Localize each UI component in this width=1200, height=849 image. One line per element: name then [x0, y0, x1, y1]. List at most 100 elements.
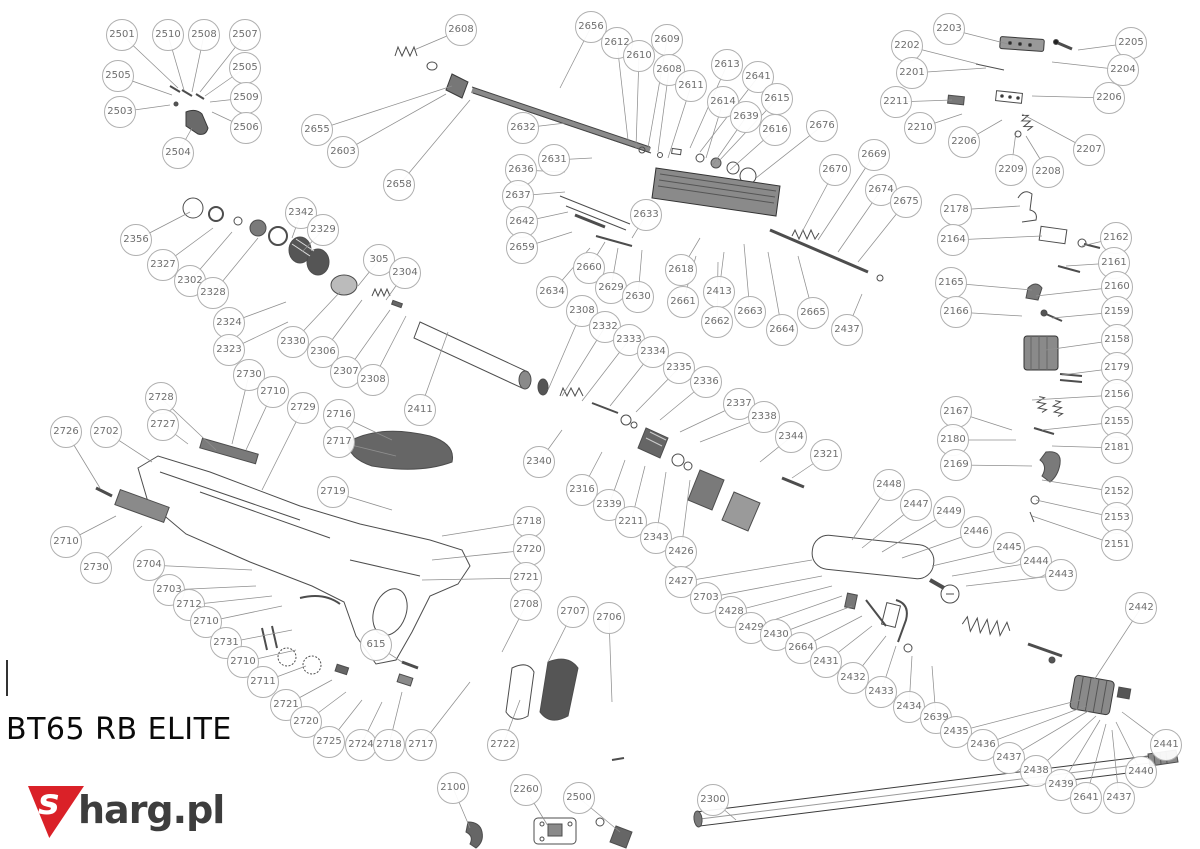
part-callout-2413: 2413 — [703, 276, 735, 308]
brand-letter-s: s — [38, 782, 60, 823]
part-callout-2324: 2324 — [213, 307, 245, 339]
part-callout-2445: 2445 — [993, 532, 1025, 564]
part-callout-2702: 2702 — [90, 416, 122, 448]
part-callout-2706: 2706 — [593, 602, 625, 634]
part-callout-2665: 2665 — [797, 297, 829, 329]
left-tick-mark — [6, 660, 8, 696]
part-callout-2178: 2178 — [940, 194, 972, 226]
part-callout-2655: 2655 — [301, 114, 333, 146]
part-callout-2615: 2615 — [761, 83, 793, 115]
part-callout-2718: 2718 — [513, 506, 545, 538]
receiver-assembly — [559, 146, 884, 282]
part-callout-2510: 2510 — [152, 19, 184, 51]
part-callout-2169: 2169 — [940, 449, 972, 481]
part-callout-2432: 2432 — [837, 662, 869, 694]
part-callout-2447: 2447 — [900, 489, 932, 521]
part-callout-2609: 2609 — [651, 24, 683, 56]
part-callout-2730: 2730 — [233, 359, 265, 391]
part-callout-2669: 2669 — [858, 139, 890, 171]
part-callout-2720: 2720 — [513, 534, 545, 566]
part-callout-2344: 2344 — [775, 421, 807, 453]
part-callout-2616: 2616 — [759, 114, 791, 146]
part-callout-2634: 2634 — [536, 276, 568, 308]
part-callout-2662: 2662 — [701, 306, 733, 338]
part-callout-2503: 2503 — [104, 96, 136, 128]
part-callout-2431: 2431 — [810, 646, 842, 678]
part-callout-2501: 2501 — [106, 19, 138, 51]
part-callout-2151: 2151 — [1101, 529, 1133, 561]
part-callout-2167: 2167 — [940, 396, 972, 428]
part-callout-2660: 2660 — [573, 252, 605, 284]
part-callout-2156: 2156 — [1101, 379, 1133, 411]
part-callout-2721: 2721 — [510, 562, 542, 594]
part-callout-2209: 2209 — [995, 154, 1027, 186]
part-callout-2712: 2712 — [173, 589, 205, 621]
part-callout-2717: 2717 — [405, 729, 437, 761]
part-callout-2338: 2338 — [748, 401, 780, 433]
part-callout-2618: 2618 — [665, 254, 697, 286]
part-callout-2336: 2336 — [690, 366, 722, 398]
part-callout-2443: 2443 — [1045, 559, 1077, 591]
part-callout-2433: 2433 — [865, 676, 897, 708]
part-callout-2728: 2728 — [145, 382, 177, 414]
part-callout-2630: 2630 — [622, 281, 654, 313]
part-callout-2707: 2707 — [557, 596, 589, 628]
part-callout-2658: 2658 — [383, 169, 415, 201]
part-callout-2437: 2437 — [1103, 782, 1135, 814]
part-callout-2675: 2675 — [890, 186, 922, 218]
part-callout-2437: 2437 — [993, 742, 1025, 774]
part-callout-2631: 2631 — [538, 144, 570, 176]
part-callout-2610: 2610 — [623, 40, 655, 72]
part-callout-2710: 2710 — [227, 646, 259, 678]
part-callout-2208: 2208 — [1032, 156, 1064, 188]
part-callout-2260: 2260 — [510, 774, 542, 806]
part-callout-2710: 2710 — [50, 526, 82, 558]
part-callout-2207: 2207 — [1073, 134, 1105, 166]
part-callout-2710: 2710 — [257, 376, 289, 408]
part-callout-2340: 2340 — [523, 446, 555, 478]
butt-pads — [505, 658, 579, 721]
part-callout-2300: 2300 — [697, 784, 729, 816]
air-cylinder — [413, 321, 549, 396]
part-callout-2449: 2449 — [933, 496, 965, 528]
part-callout-2726: 2726 — [50, 416, 82, 448]
part-callout-2613: 2613 — [711, 49, 743, 81]
part-callout-2661: 2661 — [667, 286, 699, 318]
part-callout-2633: 2633 — [630, 199, 662, 231]
part-callout-2435: 2435 — [940, 716, 972, 748]
part-callout-2448: 2448 — [873, 469, 905, 501]
part-callout-2500: 2500 — [563, 782, 595, 814]
part-callout-2206: 2206 — [948, 126, 980, 158]
barrel-assembly — [394, 45, 652, 154]
part-callout-2729: 2729 — [287, 392, 319, 424]
part-callout-2166: 2166 — [940, 296, 972, 328]
part-callout-2442: 2442 — [1125, 592, 1157, 624]
part-callout-2504: 2504 — [162, 137, 194, 169]
part-callout-2676: 2676 — [806, 110, 838, 142]
brand-wordmark: harg.pl — [78, 788, 225, 832]
part-callout-2440: 2440 — [1125, 756, 1157, 788]
part-callout-2210: 2210 — [904, 112, 936, 144]
part-callout-2508: 2508 — [188, 19, 220, 51]
part-callout-2730: 2730 — [80, 552, 112, 584]
part-callout-2100: 2100 — [437, 772, 469, 804]
part-callout-2181: 2181 — [1101, 432, 1133, 464]
part-callout-2164: 2164 — [937, 224, 969, 256]
part-callout-2708: 2708 — [510, 589, 542, 621]
part-callout-2329: 2329 — [307, 214, 339, 246]
brand-logo: s harg.pl — [28, 786, 225, 838]
part-callout-2203: 2203 — [933, 13, 965, 45]
part-callout-2717: 2717 — [323, 426, 355, 458]
part-callout-2304: 2304 — [389, 257, 421, 289]
part-callout-2664: 2664 — [766, 314, 798, 346]
part-callout-2642: 2642 — [506, 206, 538, 238]
model-title: BT65 RB ELITE — [6, 712, 232, 747]
part-callout-2632: 2632 — [507, 112, 539, 144]
part-callout-2507: 2507 — [229, 19, 261, 51]
part-callout-2335: 2335 — [663, 352, 695, 384]
part-callout-2201: 2201 — [896, 57, 928, 89]
trigger-guard-parts — [261, 595, 419, 687]
part-callout-2158: 2158 — [1101, 324, 1133, 356]
part-callout-2321: 2321 — [810, 439, 842, 471]
